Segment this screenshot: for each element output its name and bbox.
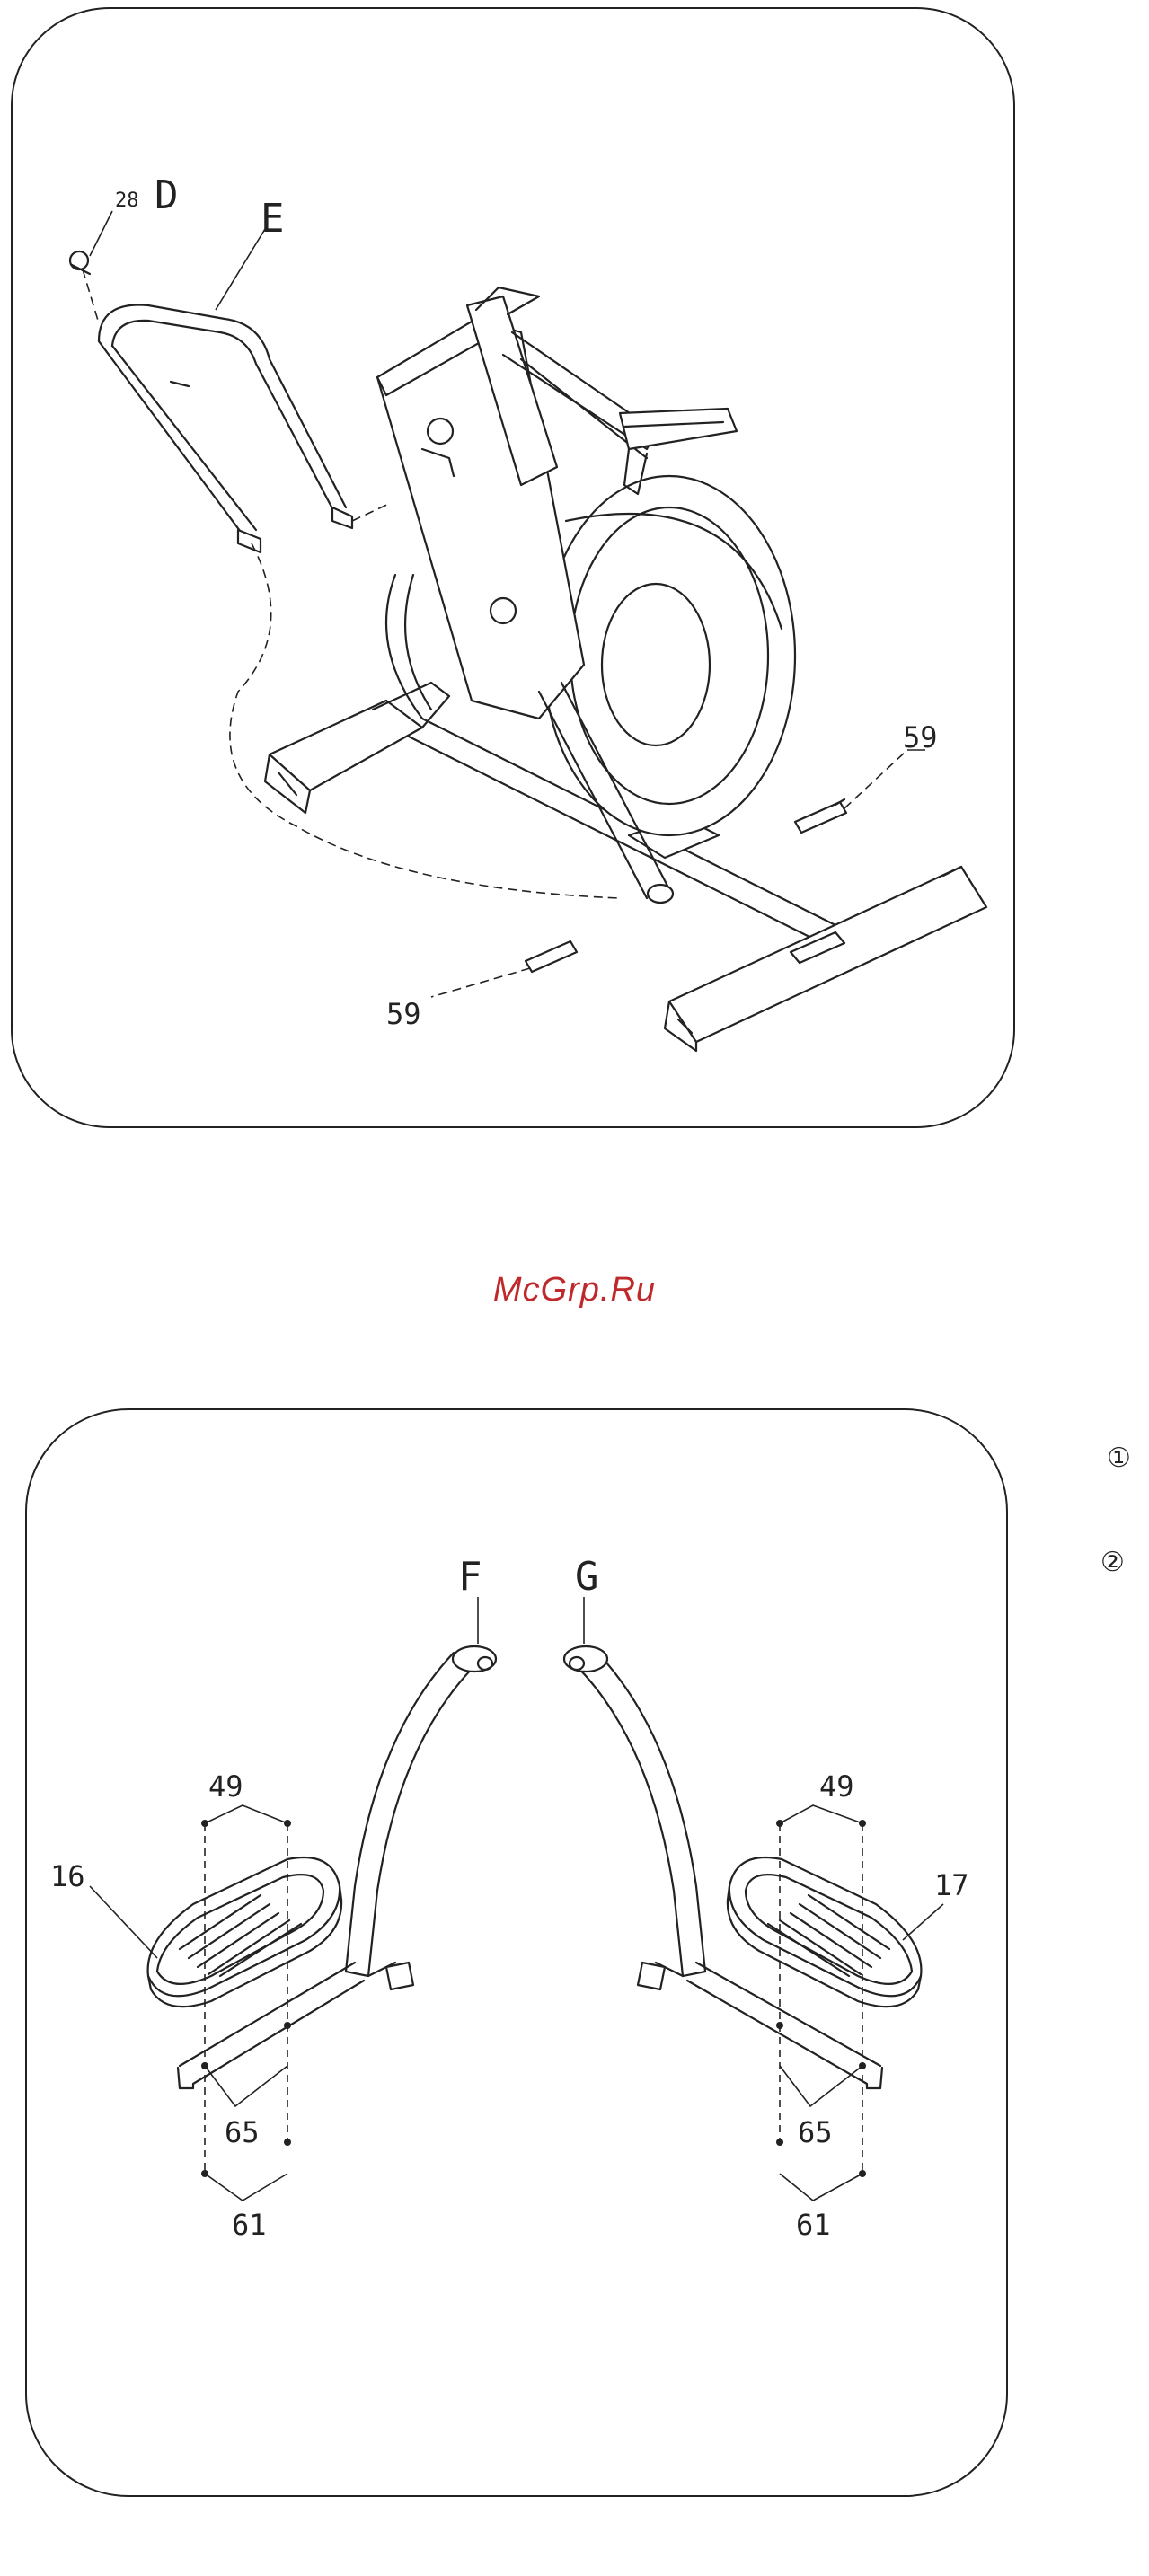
- leader-17: [903, 1904, 943, 1940]
- pedal-17: [728, 1857, 922, 2007]
- leader-61-right: [780, 2174, 862, 2201]
- label-g: G: [575, 1554, 599, 1600]
- label-pedal-16: 16: [50, 1859, 85, 1893]
- leader-65-right: [780, 2066, 862, 2106]
- label-49-left: 49: [208, 1769, 243, 1804]
- leader-49-left: [205, 1805, 287, 1823]
- leader-65-left: [205, 2066, 287, 2106]
- label-61-right: 61: [796, 2208, 831, 2242]
- label-65-right: 65: [798, 2115, 833, 2149]
- pedal-arm-g: [564, 1646, 882, 2088]
- label-f: F: [458, 1554, 482, 1600]
- pedal-arm-f: [178, 1646, 496, 2088]
- label-pedal-17: 17: [934, 1868, 969, 1902]
- label-49-right: 49: [819, 1769, 854, 1804]
- label-65-left: 65: [225, 2115, 260, 2149]
- leader-16: [90, 1886, 157, 1958]
- leader-49-right: [780, 1805, 862, 1823]
- leader-61-left: [205, 2174, 287, 2201]
- pedal-16: [148, 1857, 342, 2007]
- label-61-left: 61: [232, 2208, 267, 2242]
